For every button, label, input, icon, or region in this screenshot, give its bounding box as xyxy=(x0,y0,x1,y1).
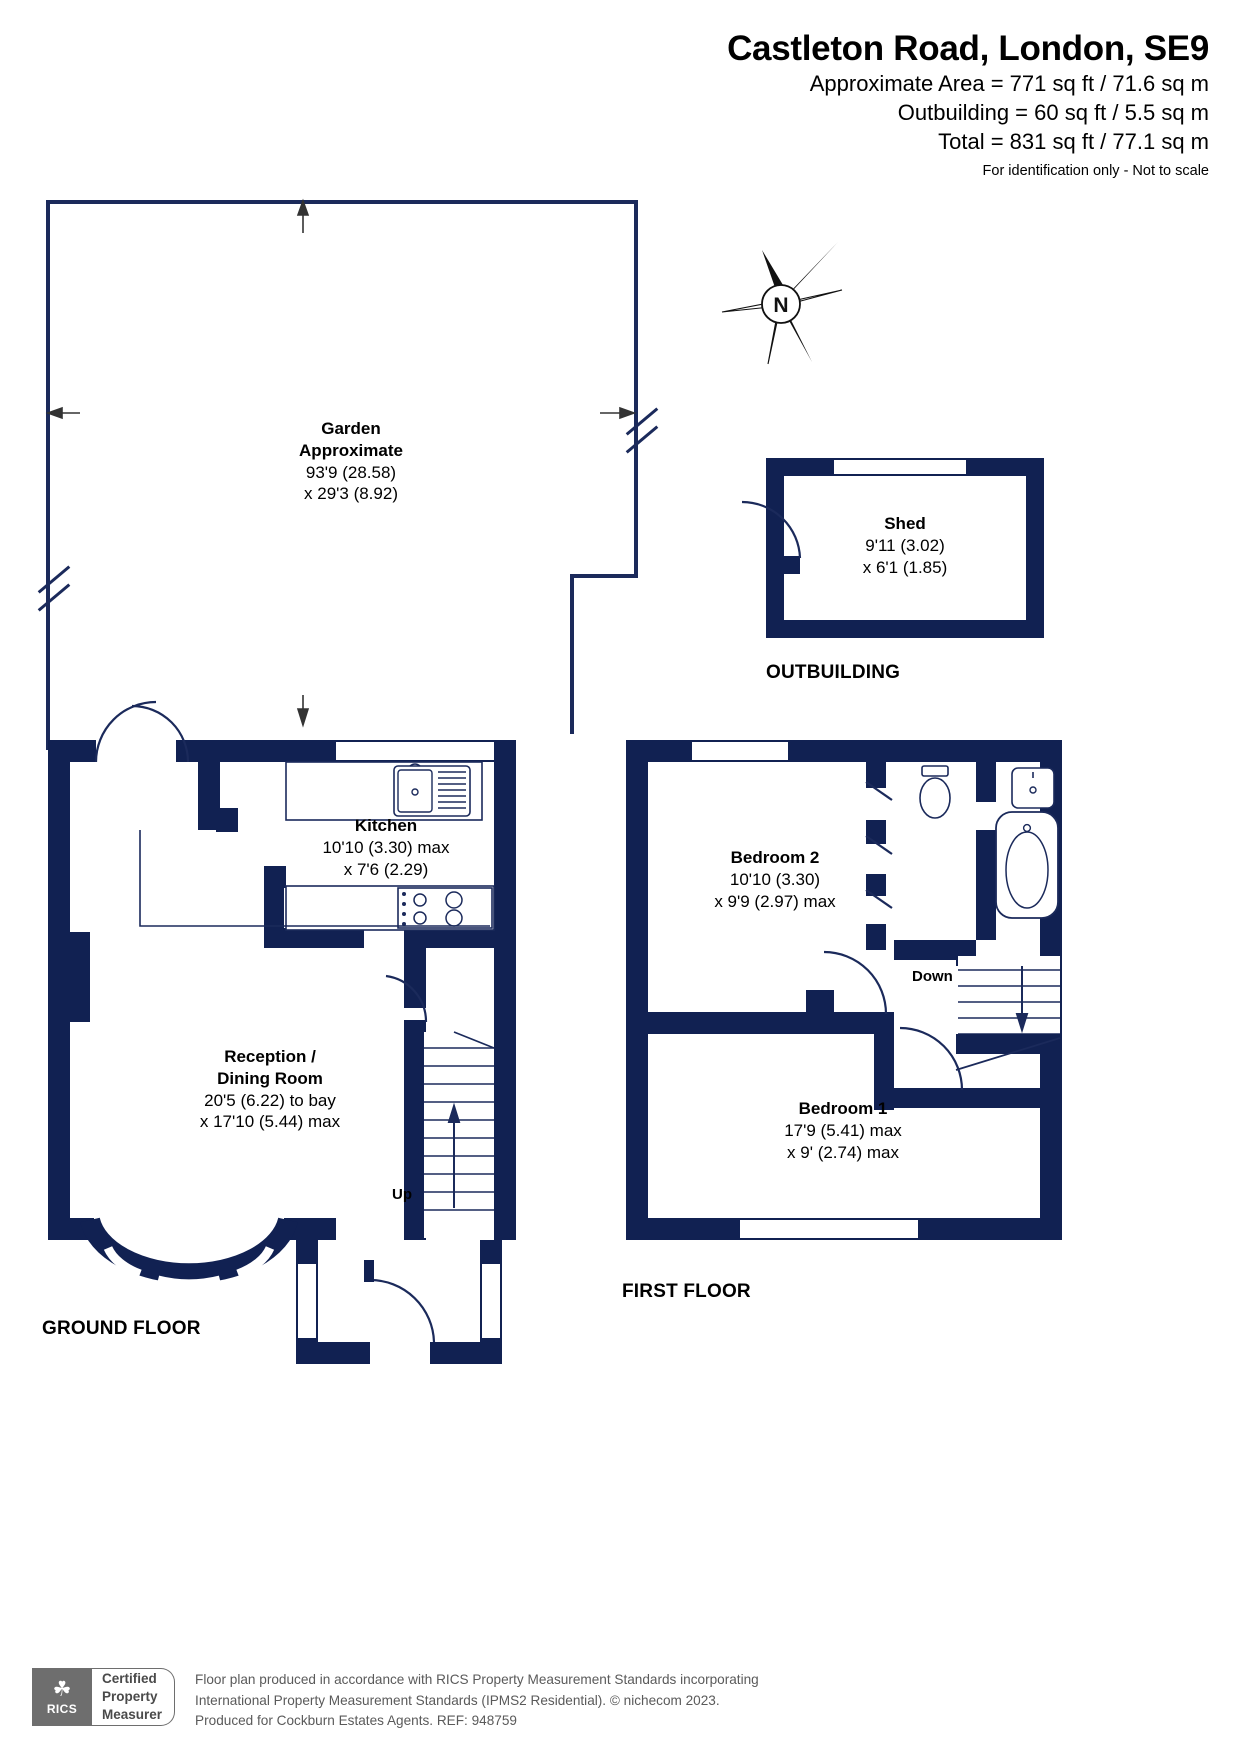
garden-name-line2: Approximate xyxy=(299,440,403,460)
reception-name-line2: Dining Room xyxy=(217,1068,323,1088)
reception-label: Reception / Dining Room 20'5 (6.22) to b… xyxy=(155,1046,385,1133)
page-title: Castleton Road, London, SE9 xyxy=(727,29,1209,68)
bedroom2-name: Bedroom 2 xyxy=(730,848,820,867)
bedroom1-dim-1: 17'9 (5.41) max xyxy=(784,1120,902,1140)
kitchen-counter-line xyxy=(139,830,500,934)
bedroom1-name: Bedroom 1 xyxy=(798,1099,888,1118)
total-area-line: Total = 831 sq ft / 77.1 sq m xyxy=(938,129,1209,155)
bedroom1-label: Bedroom 1 17'9 (5.41) max x 9' (2.74) ma… xyxy=(743,1098,943,1163)
porch-side-window-left xyxy=(296,1262,318,1340)
garden-dim-1: 93'9 (28.58) xyxy=(305,462,397,482)
bedroom2-window xyxy=(692,740,788,762)
rics-emblem-icon: ☘ xyxy=(52,1677,72,1701)
footer-note-line-2: International Property Measurement Stand… xyxy=(195,1692,720,1708)
outbuilding-floor-label: OUTBUILDING xyxy=(766,662,901,683)
rics-logo: ☘ RICS xyxy=(32,1668,92,1726)
shed-label: Shed 9'11 (3.02) x 6'1 (1.85) xyxy=(805,513,1005,578)
certified-line-1: Certified xyxy=(102,1671,157,1687)
garden-name-line1: Garden xyxy=(321,419,381,438)
footer-note: Floor plan produced in accordance with R… xyxy=(195,1668,759,1732)
stairs-down-label: Down xyxy=(912,968,953,985)
kitchen-dim-2: x 7'6 (2.29) xyxy=(343,859,429,879)
kitchen-sink-icon xyxy=(285,761,483,824)
shed-dim-2: x 6'1 (1.85) xyxy=(862,557,948,577)
shed-dim-1: 9'11 (3.02) xyxy=(865,535,945,555)
first-floor-label: FIRST FLOOR xyxy=(622,1281,751,1302)
outbuilding-area-line: Outbuilding = 60 sq ft / 5.5 sq m xyxy=(897,100,1209,126)
certified-property-measurer-text: Certified Property Measurer xyxy=(92,1668,176,1726)
compass-rose: N xyxy=(716,240,846,370)
wc-icon xyxy=(908,765,962,828)
bedroom1-dim-2: x 9' (2.74) max xyxy=(787,1142,899,1162)
kitchen-label: Kitchen 10'10 (3.30) max x 7'6 (2.29) xyxy=(276,815,496,880)
footer: ☘ RICS Certified Property Measurer Floor… xyxy=(32,1668,759,1732)
certified-line-2: Property xyxy=(102,1689,158,1705)
stair-diagonal-line xyxy=(955,1036,1064,1076)
header-block: Castleton Road, London, SE9 Approximate … xyxy=(727,28,1209,182)
scale-disclaimer: For identification only - Not to scale xyxy=(982,163,1209,180)
footer-note-line-1: Floor plan produced in accordance with R… xyxy=(195,1672,759,1687)
bedroom2-label: Bedroom 2 10'10 (3.30) x 9'9 (2.97) max xyxy=(675,847,875,912)
bathtub-icon xyxy=(995,811,1062,922)
kitchen-hob-icon xyxy=(285,885,495,932)
kitchen-rear-window xyxy=(336,740,494,762)
garden-label: Garden Approximate 93'9 (28.58) x 29'3 (… xyxy=(251,418,451,505)
footer-note-line-3: Produced for Cockburn Estates Agents. RE… xyxy=(195,1713,517,1729)
ground-floor-label: GROUND FLOOR xyxy=(42,1318,201,1339)
rics-wordmark: RICS xyxy=(46,1701,78,1716)
bedroom2-dim-2: x 9'9 (2.97) max xyxy=(714,891,836,911)
reception-dim-1: 20'5 (6.22) to bay xyxy=(204,1090,336,1110)
certified-line-3: Measurer xyxy=(102,1706,163,1722)
reception-name-line1: Reception / xyxy=(224,1047,316,1066)
shed-window xyxy=(834,458,966,476)
wash-basin-icon xyxy=(1011,767,1058,812)
garden-dim-2: x 29'3 (8.92) xyxy=(304,484,398,504)
rics-certified-badge: ☘ RICS Certified Property Measurer xyxy=(32,1668,176,1726)
bedroom1-window xyxy=(740,1218,918,1240)
bedroom2-dim-1: 10'10 (3.30) xyxy=(729,869,821,889)
shed-name: Shed xyxy=(884,514,926,533)
kitchen-name: Kitchen xyxy=(354,816,418,835)
reception-dim-2: x 17'10 (5.44) max xyxy=(199,1112,341,1132)
approximate-area-line: Approximate Area = 771 sq ft / 71.6 sq m xyxy=(809,71,1209,97)
porch-side-window-right xyxy=(480,1262,502,1340)
compass-north-label: N xyxy=(773,294,788,317)
kitchen-dim-1: 10'10 (3.30) max xyxy=(322,837,450,857)
stairs-up-label: Up xyxy=(392,1186,412,1203)
